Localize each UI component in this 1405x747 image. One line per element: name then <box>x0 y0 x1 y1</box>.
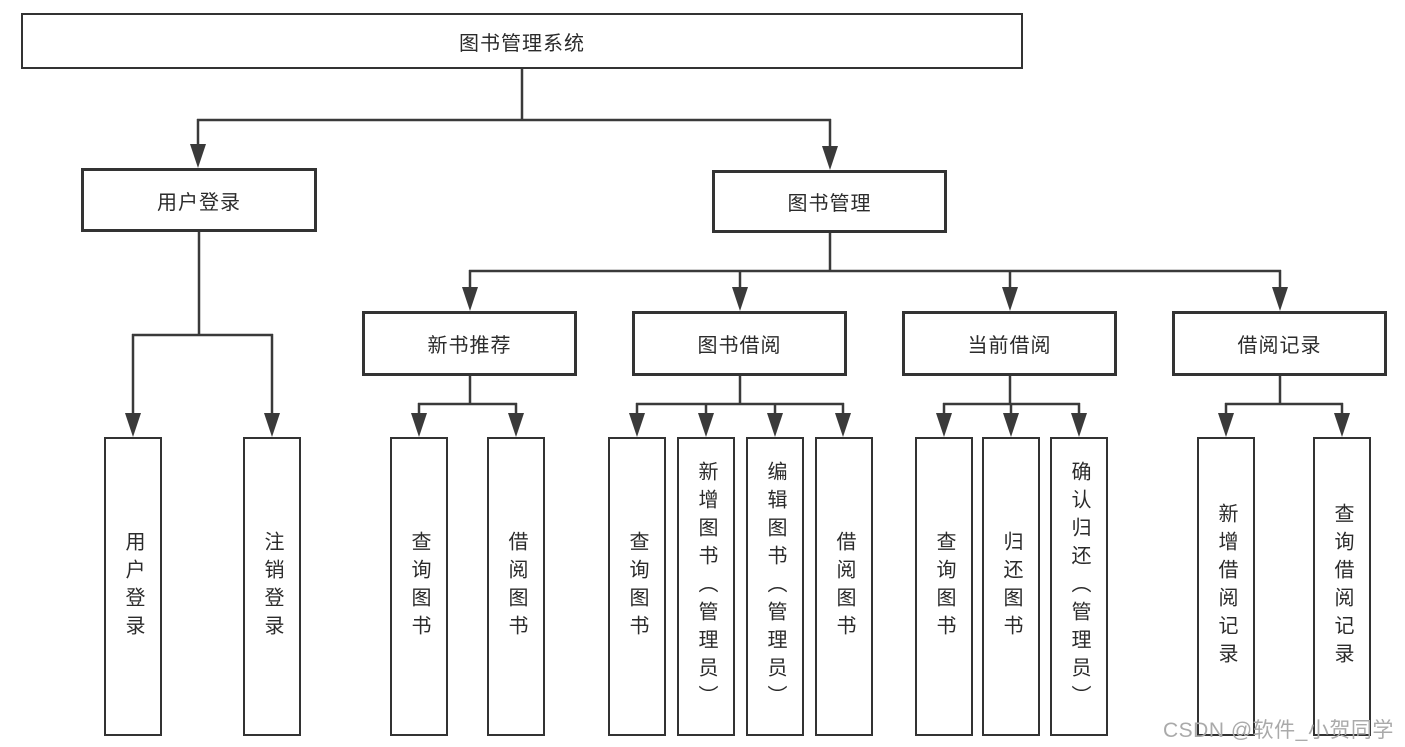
node-library-system-label: 图书管理系统 <box>459 32 585 55</box>
node-new-book-recommend: 新书推荐 <box>362 311 577 376</box>
node-borrow-records-label: 借阅记录 <box>1237 335 1322 357</box>
leaf-return-book: 归还图书 <box>982 437 1040 736</box>
node-book-borrow-label: 图书借阅 <box>697 335 782 357</box>
leaf-query-books-current-label: 查询图书 <box>933 530 955 643</box>
leaf-query-books-recommend-label: 查询图书 <box>408 530 430 643</box>
leaf-logout: 注销登录 <box>243 437 301 736</box>
leaf-borrow-books-recommend-label: 借阅图书 <box>505 530 527 643</box>
node-book-management-label: 图书管理 <box>787 193 872 215</box>
node-book-borrow: 图书借阅 <box>632 311 847 376</box>
leaf-query-books-borrow: 查询图书 <box>608 437 666 736</box>
node-library-system: 图书管理系统 <box>21 13 1023 69</box>
leaf-user-login: 用户登录 <box>104 437 162 736</box>
node-current-borrow: 当前借阅 <box>902 311 1117 376</box>
leaf-borrow-books: 借阅图书 <box>815 437 873 736</box>
leaf-user-login-label: 用户登录 <box>122 530 144 643</box>
leaf-query-books-borrow-label: 查询图书 <box>626 530 648 643</box>
leaf-return-book-label: 归还图书 <box>1000 530 1022 643</box>
node-new-book-recommend-label: 新书推荐 <box>427 335 512 357</box>
csdn-watermark: CSDN @软件_小贺同学 <box>1163 719 1394 742</box>
leaf-edit-book-admin-label: 编辑图书（管理员） <box>764 460 786 713</box>
node-current-borrow-label: 当前借阅 <box>967 335 1052 357</box>
node-user-login-label: 用户登录 <box>157 191 241 214</box>
leaf-query-books-recommend: 查询图书 <box>390 437 448 736</box>
node-user-login: 用户登录 <box>81 168 317 232</box>
leaf-add-borrow-record-label: 新增借阅记录 <box>1215 502 1237 671</box>
leaf-query-borrow-record-label: 查询借阅记录 <box>1331 502 1353 671</box>
leaf-query-books-current: 查询图书 <box>915 437 973 736</box>
leaf-add-borrow-record: 新增借阅记录 <box>1197 437 1255 736</box>
leaf-logout-label: 注销登录 <box>261 530 283 643</box>
leaf-borrow-books-label: 借阅图书 <box>833 530 855 643</box>
leaf-confirm-return-admin: 确认归还（管理员） <box>1050 437 1108 736</box>
leaf-borrow-books-recommend: 借阅图书 <box>487 437 545 736</box>
node-borrow-records: 借阅记录 <box>1172 311 1387 376</box>
leaf-confirm-return-admin-label: 确认归还（管理员） <box>1068 460 1090 713</box>
leaf-add-book-admin-label: 新增图书（管理员） <box>695 460 717 713</box>
leaf-edit-book-admin: 编辑图书（管理员） <box>746 437 804 736</box>
leaf-add-book-admin: 新增图书（管理员） <box>677 437 735 736</box>
leaf-query-borrow-record: 查询借阅记录 <box>1313 437 1371 736</box>
node-book-management: 图书管理 <box>712 170 947 233</box>
